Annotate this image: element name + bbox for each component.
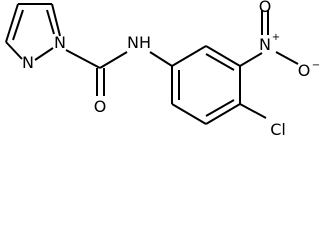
bond-n1-c5-double — [46, 9, 55, 35]
charge-n-nitro: + — [272, 32, 280, 43]
molecule-structure: N N N H O N + O O − Cl — [5, 0, 320, 139]
bond-nitro-o-single — [275, 51, 299, 65]
atom-n-pyrazole-2: N — [22, 53, 34, 72]
atom-o-carbonyl: O — [94, 97, 107, 116]
bond-ring-nitro — [239, 52, 263, 67]
bond-c2-c3-double — [205, 53, 235, 71]
nitro-group — [239, 10, 299, 67]
atom-n-pyrazole-1: N — [54, 33, 66, 52]
atom-n-nitro: N — [259, 35, 271, 54]
bond-ring-cl — [239, 103, 267, 119]
atom-n-amide: N — [127, 33, 139, 52]
bond-nh-ring — [149, 51, 173, 67]
bond-c1-c2 — [171, 45, 207, 67]
bond-c4-c5 — [205, 103, 241, 125]
amide-linker — [65, 49, 173, 96]
bond-n1-c5 — [51, 3, 61, 37]
benzene-ring — [171, 45, 241, 125]
bond-c4-c5-double — [205, 99, 235, 117]
atom-h-amide: H — [139, 33, 151, 52]
bond-c5-c6 — [171, 103, 207, 125]
atom-o-nitro-single: O — [298, 61, 311, 80]
bond-c3-n2 — [5, 41, 23, 60]
charge-o-nitro: − — [312, 60, 320, 71]
bond-c2-c3 — [205, 45, 241, 67]
bond-n1-carbonyl — [65, 49, 101, 69]
bond-c4-c3 — [5, 3, 19, 43]
bond-c4-c3-double — [12, 9, 24, 41]
atom-chlorine: Cl — [270, 120, 286, 139]
atom-o-nitro-double: O — [259, 0, 272, 16]
pyrazole-ring — [5, 3, 61, 61]
bond-n2-n1 — [34, 47, 54, 61]
bond-carbonyl-nh — [99, 51, 128, 69]
